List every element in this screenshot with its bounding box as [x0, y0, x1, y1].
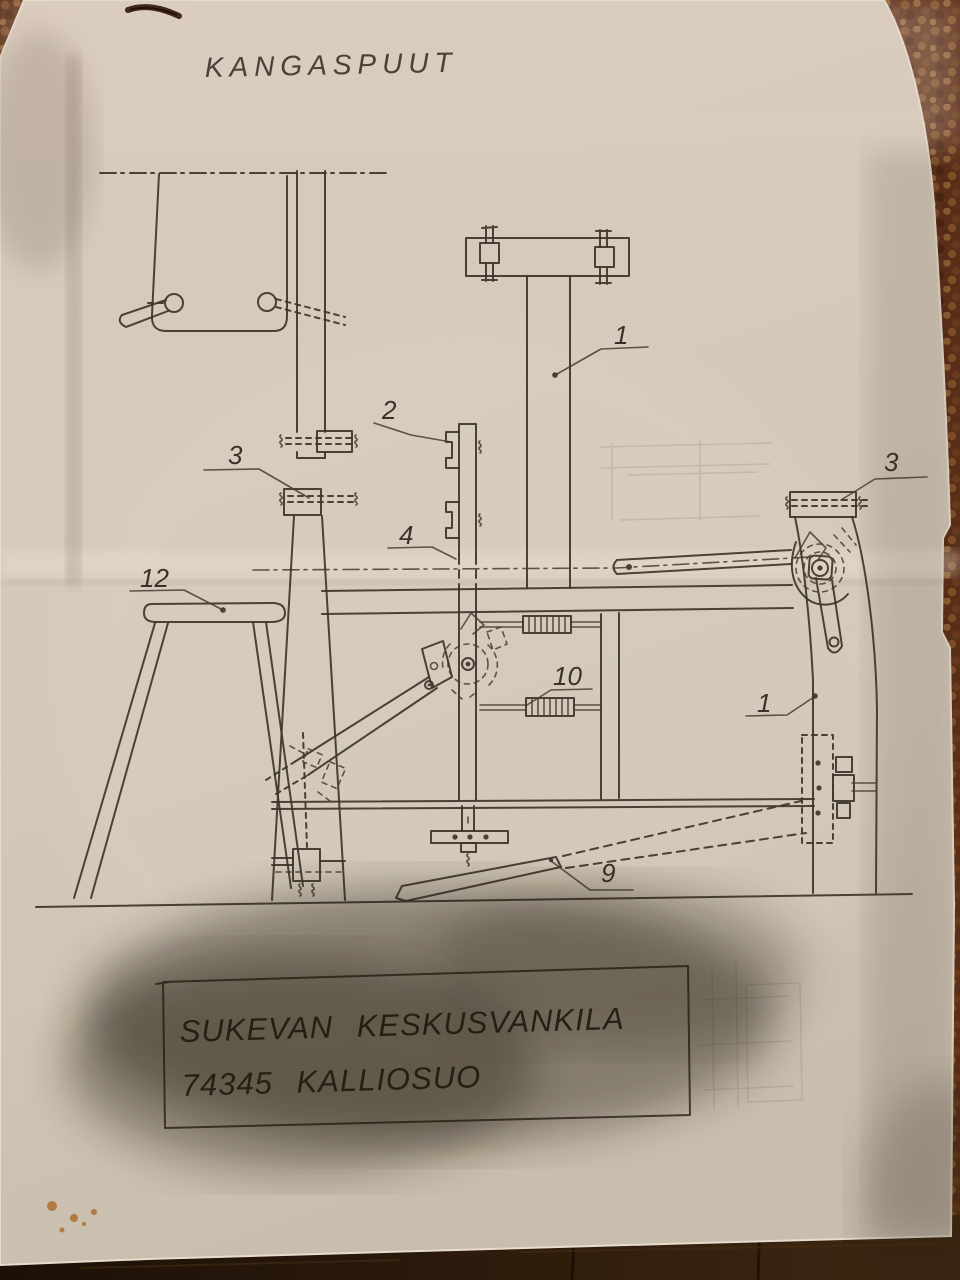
upper-bolt-joint	[279, 430, 358, 459]
rust-stains	[47, 1201, 97, 1233]
beater-panel-assembly	[99, 170, 391, 433]
callout-4: 4	[387, 520, 457, 560]
right-post-bracket	[801, 734, 877, 844]
part-label: 4	[399, 520, 413, 550]
stool	[73, 602, 304, 899]
cast-shadow	[65, 883, 960, 1280]
callout-1-top: 1	[552, 320, 649, 378]
right-ratchet-assembly	[785, 491, 869, 654]
top-crossbar-assembly	[465, 225, 630, 589]
center-bar	[430, 423, 509, 867]
part-label: 3	[228, 440, 243, 470]
loom-frame	[35, 515, 913, 908]
left-post-bolt-joint	[279, 488, 358, 516]
part-label: 12	[140, 563, 169, 593]
callout-3-left: 3	[203, 440, 310, 499]
callout-12: 12	[129, 563, 226, 613]
callout-10: 10	[526, 661, 593, 706]
left-post-bracket	[271, 732, 346, 897]
center-ratchet-lever	[265, 612, 508, 802]
part-label: 10	[553, 661, 582, 691]
drawing-title: KANGASPUUT	[204, 47, 458, 83]
callout-3-right: 3	[840, 447, 928, 501]
part-callouts: 1 2 3 3 4 12 10 1	[129, 320, 928, 891]
part-label: 3	[884, 447, 899, 477]
cloth-beam	[252, 549, 811, 575]
part-label: 1	[614, 320, 628, 350]
callout-2: 2	[373, 395, 452, 443]
callout-1-right: 1	[745, 688, 818, 718]
part-label: 1	[757, 688, 771, 718]
part-label: 2	[381, 395, 397, 425]
part-label: 9	[601, 858, 615, 888]
staple	[125, 4, 182, 19]
